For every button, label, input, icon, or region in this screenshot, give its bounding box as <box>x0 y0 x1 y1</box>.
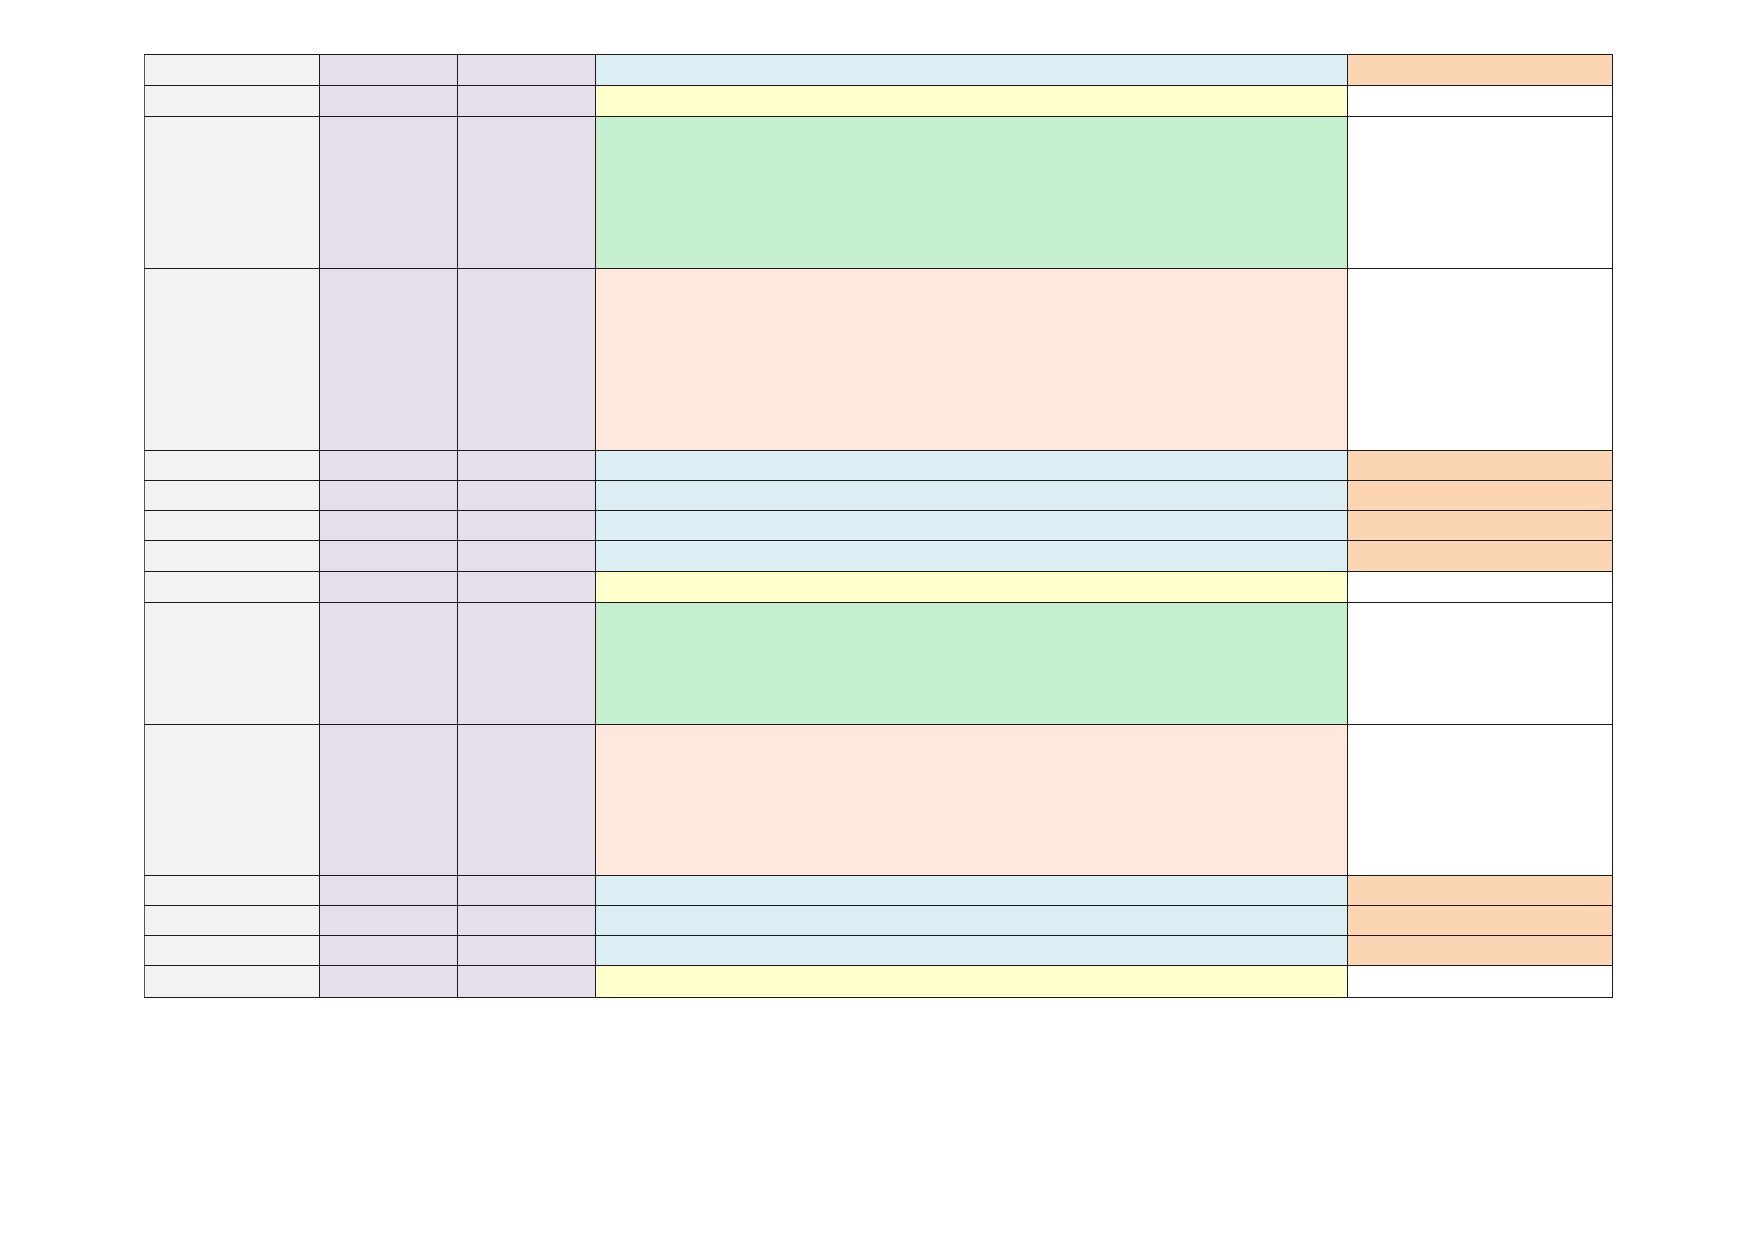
table-cell[interactable] <box>319 602 458 725</box>
table-cell[interactable] <box>1347 724 1613 876</box>
table-cell[interactable] <box>319 85 458 117</box>
table-row <box>144 875 1613 906</box>
table-cell[interactable] <box>595 935 1348 966</box>
table-cell[interactable] <box>144 116 320 269</box>
table-row <box>144 602 1613 725</box>
table-cell[interactable] <box>595 54 1348 86</box>
table-cell[interactable] <box>319 510 458 541</box>
table-row <box>144 905 1613 936</box>
table-body <box>144 54 1613 998</box>
table-cell[interactable] <box>319 965 458 998</box>
table-row <box>144 965 1613 998</box>
table-cell[interactable] <box>319 724 458 876</box>
table-cell[interactable] <box>144 571 320 603</box>
table-cell[interactable] <box>144 540 320 572</box>
table-cell[interactable] <box>595 540 1348 572</box>
table-cell[interactable] <box>595 510 1348 541</box>
table-row <box>144 450 1613 481</box>
table-row <box>144 268 1613 451</box>
table-cell[interactable] <box>457 875 596 906</box>
table-cell[interactable] <box>457 510 596 541</box>
table-cell[interactable] <box>319 268 458 451</box>
table-cell[interactable] <box>1347 875 1613 906</box>
table-cell[interactable] <box>144 510 320 541</box>
table-cell[interactable] <box>595 724 1348 876</box>
table-cell[interactable] <box>595 480 1348 511</box>
table-cell[interactable] <box>457 571 596 603</box>
table-cell[interactable] <box>1347 540 1613 572</box>
table-cell[interactable] <box>1347 602 1613 725</box>
table-cell[interactable] <box>319 540 458 572</box>
table-cell[interactable] <box>457 965 596 998</box>
table-cell[interactable] <box>595 450 1348 481</box>
table-cell[interactable] <box>595 268 1348 451</box>
table-cell[interactable] <box>144 935 320 966</box>
table-row <box>144 571 1613 603</box>
table-cell[interactable] <box>595 85 1348 117</box>
table-cell[interactable] <box>319 54 458 86</box>
table-row <box>144 85 1613 117</box>
table-cell[interactable] <box>457 724 596 876</box>
table-cell[interactable] <box>1347 905 1613 936</box>
table-row <box>144 510 1613 541</box>
table-cell[interactable] <box>144 85 320 117</box>
table-cell[interactable] <box>144 450 320 481</box>
table-cell[interactable] <box>457 450 596 481</box>
table-cell[interactable] <box>319 875 458 906</box>
table-cell[interactable] <box>319 480 458 511</box>
table-cell[interactable] <box>144 268 320 451</box>
table-cell[interactable] <box>1347 268 1613 451</box>
table-cell[interactable] <box>457 480 596 511</box>
table-row <box>144 116 1613 269</box>
table-cell[interactable] <box>1347 85 1613 117</box>
table-cell[interactable] <box>1347 510 1613 541</box>
table-cell[interactable] <box>144 905 320 936</box>
table-cell[interactable] <box>457 85 596 117</box>
table-cell[interactable] <box>144 480 320 511</box>
table-cell[interactable] <box>144 965 320 998</box>
table-cell[interactable] <box>595 116 1348 269</box>
table-row <box>144 480 1613 511</box>
table-cell[interactable] <box>1347 54 1613 86</box>
table-cell[interactable] <box>319 935 458 966</box>
table-row <box>144 54 1613 86</box>
table-cell[interactable] <box>1347 116 1613 269</box>
table-cell[interactable] <box>595 571 1348 603</box>
table-cell[interactable] <box>457 905 596 936</box>
table-cell[interactable] <box>319 450 458 481</box>
table-cell[interactable] <box>595 602 1348 725</box>
table-cell[interactable] <box>319 116 458 269</box>
table-cell[interactable] <box>1347 450 1613 481</box>
table-cell[interactable] <box>144 724 320 876</box>
table-cell[interactable] <box>457 268 596 451</box>
table-cell[interactable] <box>144 602 320 725</box>
table-cell[interactable] <box>1347 571 1613 603</box>
table-cell[interactable] <box>595 905 1348 936</box>
table-cell[interactable] <box>319 905 458 936</box>
table-cell[interactable] <box>595 875 1348 906</box>
table-cell[interactable] <box>1347 935 1613 966</box>
table-cell[interactable] <box>319 571 458 603</box>
table-row <box>144 540 1613 572</box>
table-cell[interactable] <box>457 602 596 725</box>
table-cell[interactable] <box>457 54 596 86</box>
color-coded-table <box>144 54 1613 998</box>
table-cell[interactable] <box>457 116 596 269</box>
table-row <box>144 724 1613 876</box>
table-cell[interactable] <box>1347 480 1613 511</box>
table-row <box>144 935 1613 966</box>
table-cell[interactable] <box>457 935 596 966</box>
table-cell[interactable] <box>1347 965 1613 998</box>
table-cell[interactable] <box>595 965 1348 998</box>
table-cell[interactable] <box>144 54 320 86</box>
table-cell[interactable] <box>144 875 320 906</box>
table-cell[interactable] <box>457 540 596 572</box>
